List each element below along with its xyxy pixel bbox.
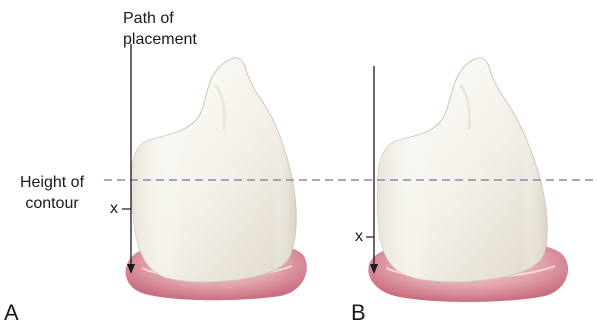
- path-of-placement-arrow-b: [370, 66, 378, 274]
- panel-label-a: A: [4, 301, 19, 325]
- tooth-b: [377, 58, 547, 282]
- height-of-contour-label: Height of contour: [6, 172, 98, 214]
- path-of-placement-label: Path of placement: [123, 8, 197, 50]
- tooth-a: [132, 58, 297, 282]
- height-of-contour-line1: Height of: [6, 172, 98, 193]
- height-of-contour-line2: contour: [6, 193, 98, 214]
- panel-a-illustration: [126, 58, 307, 300]
- path-of-placement-line1: Path of: [123, 8, 197, 29]
- x-label-b: x: [355, 228, 363, 246]
- path-of-placement-line2: placement: [123, 29, 197, 50]
- x-label-a: x: [110, 200, 118, 218]
- panel-label-b: B: [351, 301, 366, 325]
